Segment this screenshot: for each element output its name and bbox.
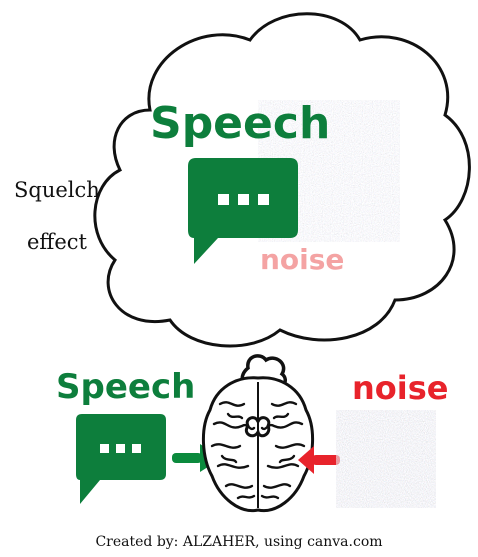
cloud-noise-label: noise — [260, 243, 345, 276]
red-arrow-icon — [298, 446, 340, 474]
bottom-noise-label: noise — [352, 369, 449, 407]
credit-text: Created by: ALZAHER, using canva.com — [95, 534, 383, 550]
bottom-speech-label: Speech — [56, 367, 196, 407]
cloud-speech-label: Speech — [150, 98, 331, 149]
bottom-noise-texture — [336, 410, 436, 508]
squelch-label: Squelch — [14, 178, 100, 202]
brain-icon — [201, 354, 315, 513]
bottom-chat-bubble-icon — [76, 414, 166, 504]
cloud-chat-bubble-icon — [188, 158, 298, 264]
effect-label: effect — [27, 230, 87, 254]
